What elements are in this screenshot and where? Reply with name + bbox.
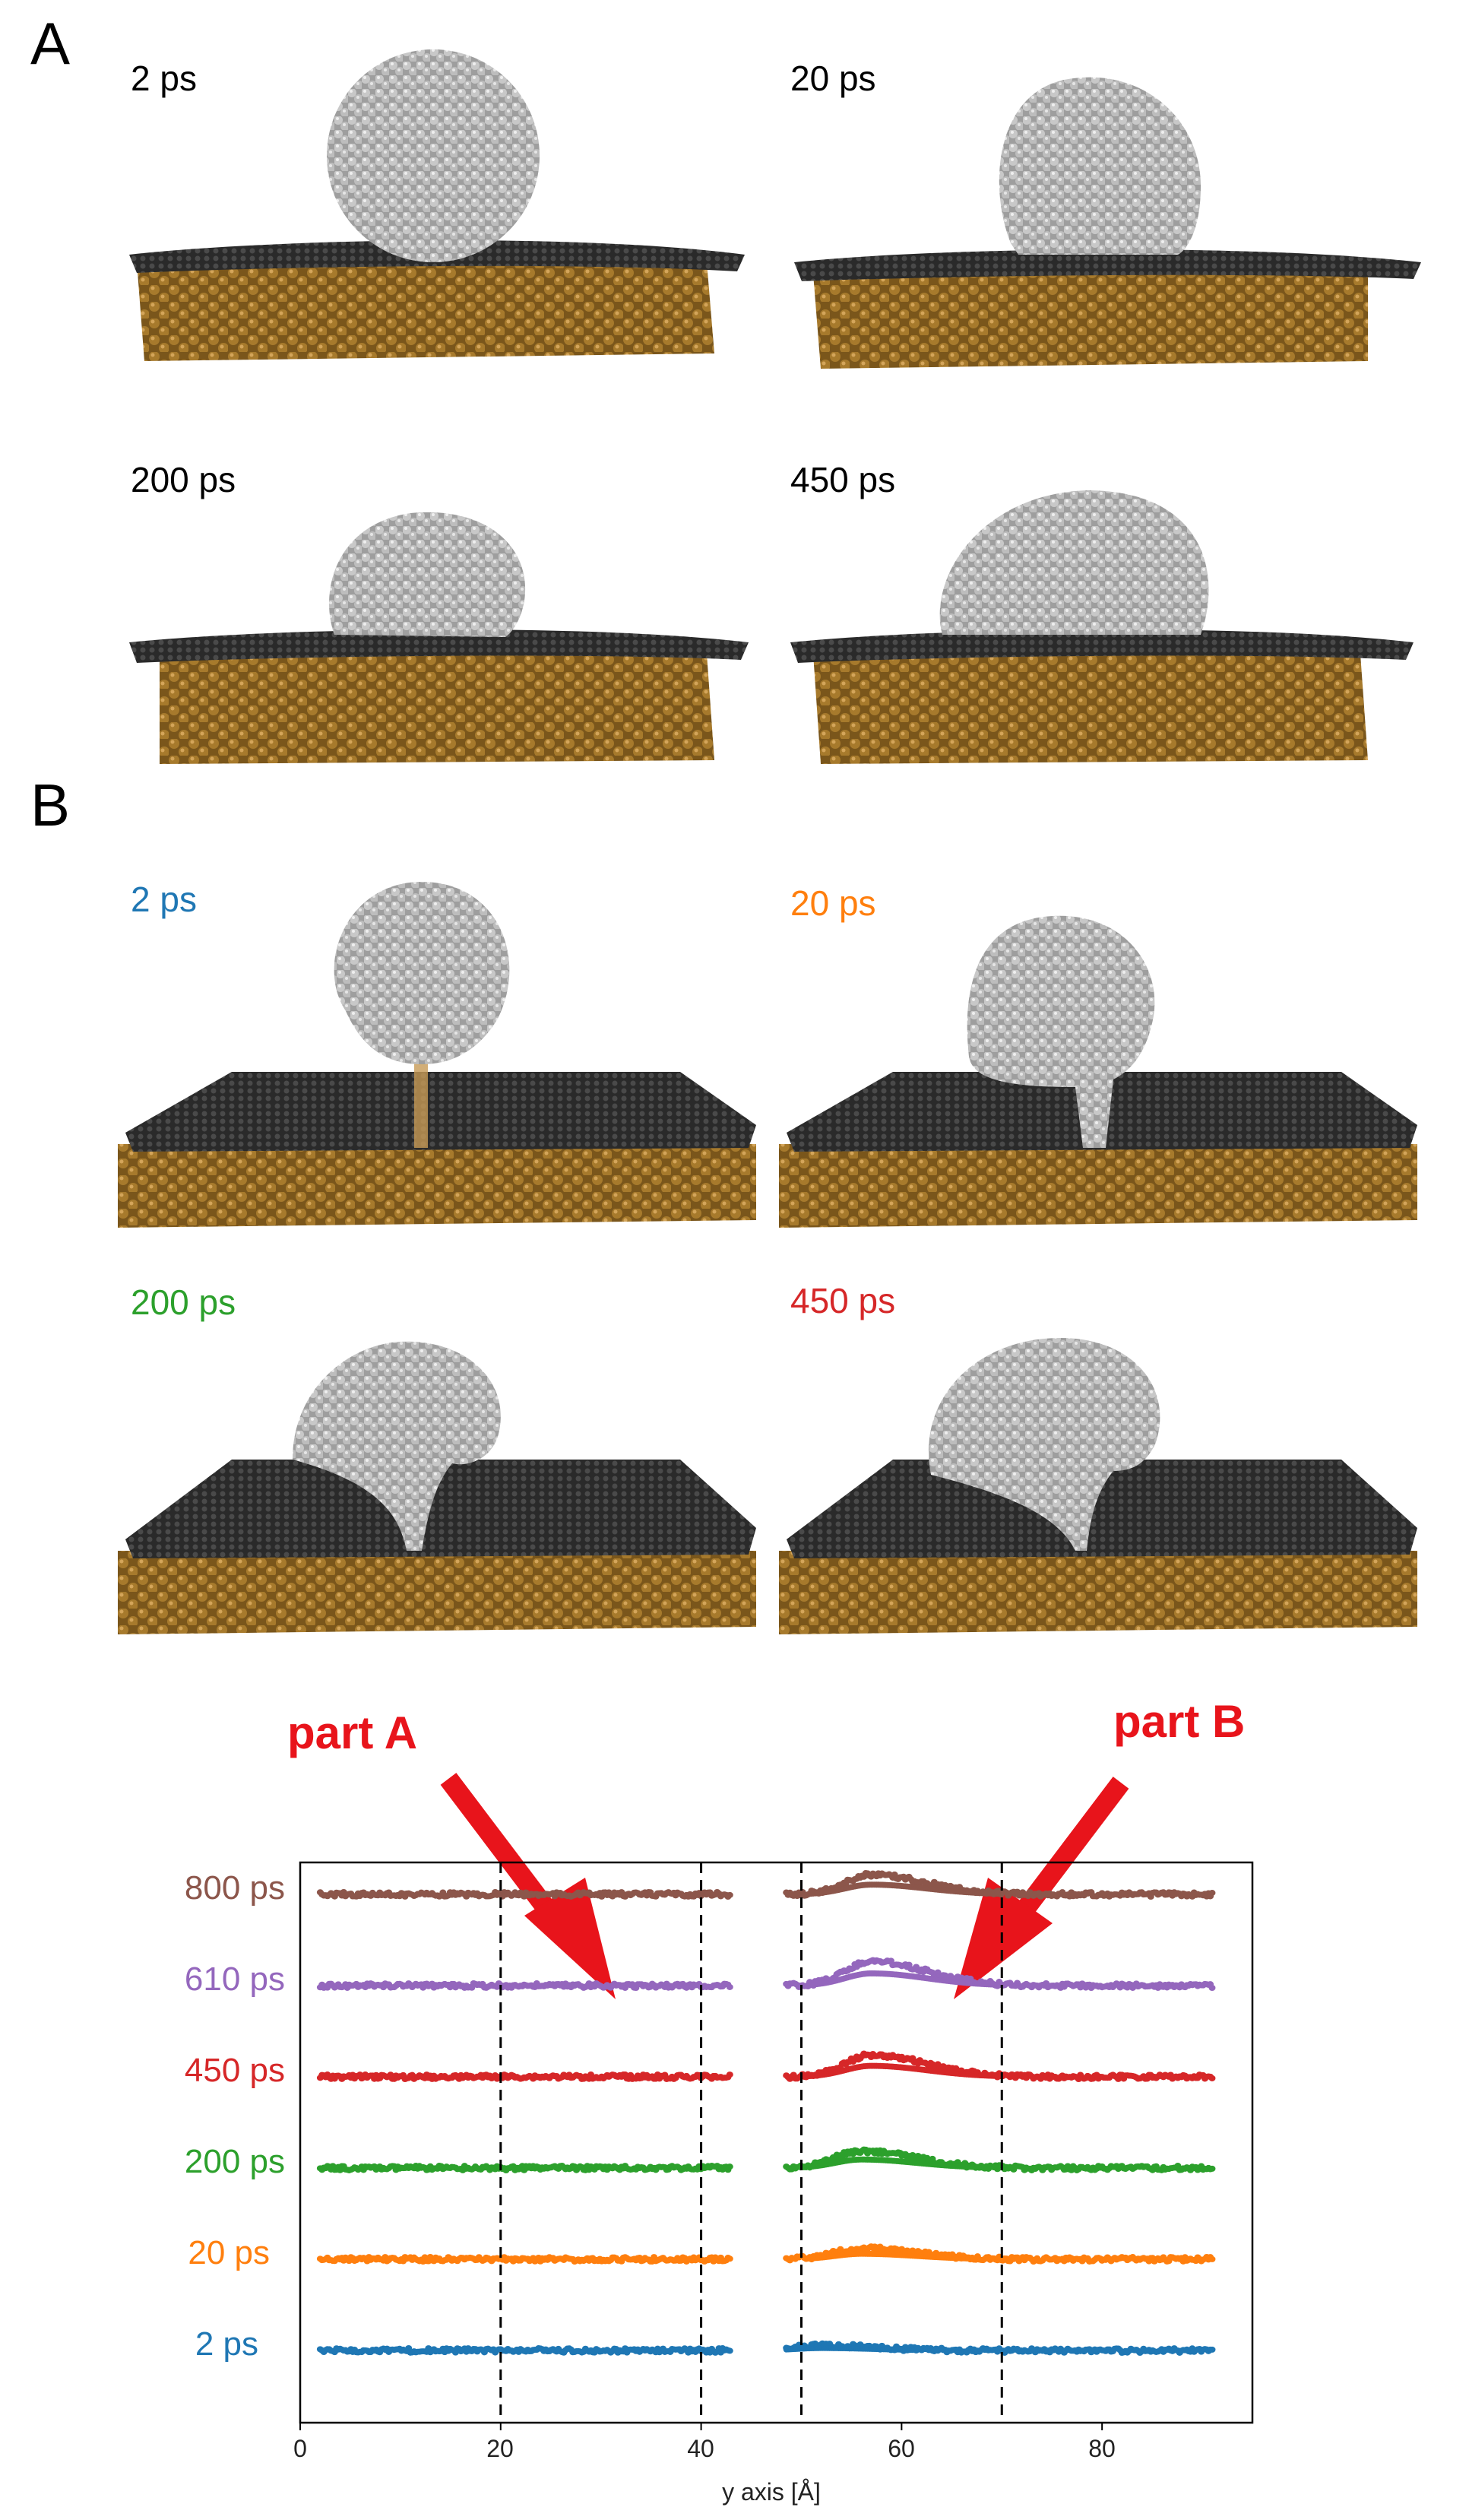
panel-b-letter: B <box>30 772 71 838</box>
arrow-label-part-a: part A <box>287 1707 418 1758</box>
row-label-800ps: 800 ps <box>184 1869 285 1907</box>
panel-a-letter: A <box>30 10 71 77</box>
panel-a-snapshot-450ps <box>790 490 1414 764</box>
scatter-point <box>726 1891 733 1898</box>
panel-b-label-2ps: 2 ps <box>131 880 197 919</box>
x-ticks-layer <box>299 2423 1103 2430</box>
panel-a-label-200ps: 200 ps <box>131 460 236 499</box>
scatter-point <box>726 2255 733 2262</box>
series-450ps <box>316 2050 1216 2082</box>
x-axis-label: y axis [Å] <box>722 2478 821 2506</box>
scatter-point <box>1208 2075 1216 2081</box>
panel-b-snapshot-20ps <box>779 915 1417 1228</box>
arrow-label-part-b: part B <box>1113 1696 1246 1747</box>
x-tick-label-80: 80 <box>1088 2435 1116 2462</box>
series-800ps <box>316 1870 1216 1900</box>
row-label-2ps: 2 ps <box>195 2325 258 2363</box>
series-2ps <box>316 2340 1216 2356</box>
row-label-200ps: 200 ps <box>184 2143 285 2180</box>
panel-a-snapshot-200ps <box>129 512 749 764</box>
panel-a-label-450ps: 450 ps <box>790 460 896 499</box>
panel-b-label-20ps: 20 ps <box>790 883 876 923</box>
panel-a-label-2ps: 2 ps <box>131 59 197 98</box>
scatter-point <box>726 2163 733 2170</box>
x-tick-label-0: 0 <box>293 2435 307 2462</box>
series-200ps <box>316 2146 1216 2173</box>
panel-b-snapshot-450ps <box>779 1338 1417 1634</box>
panel-a-snapshot-2ps <box>129 49 745 361</box>
scatter-point <box>726 2071 733 2078</box>
scatter-point <box>1208 2255 1216 2262</box>
series-20ps <box>316 2243 1216 2265</box>
x-tick-label-40: 40 <box>687 2435 714 2462</box>
panel-a-snapshot-20ps <box>794 77 1421 369</box>
scatter-point <box>1208 1890 1216 1897</box>
row-label-20ps: 20 ps <box>188 2234 270 2271</box>
series-610ps <box>316 1957 1216 1991</box>
x-tick-label-60: 60 <box>888 2435 915 2462</box>
row-label-610ps: 610 ps <box>184 1961 285 1998</box>
panel-b-snapshot-2ps <box>118 882 756 1228</box>
scatter-layer <box>316 1870 1216 2356</box>
row-label-450ps: 450 ps <box>184 2052 285 2089</box>
panel-b-snapshot-200ps <box>118 1341 756 1634</box>
x-tick-label-20: 20 <box>486 2435 514 2462</box>
panel-a-label-20ps: 20 ps <box>790 59 876 98</box>
panel-b-label-450ps: 450 ps <box>790 1281 896 1320</box>
scatter-point <box>1208 2165 1216 2172</box>
panel-b-label-200ps: 200 ps <box>131 1282 236 1322</box>
dashed-lines-layer <box>499 1862 1003 2423</box>
plot-frame <box>299 1861 1254 2424</box>
scatter-point <box>1208 2346 1216 2353</box>
scatter-point <box>726 2347 733 2354</box>
scatter-point <box>1208 1984 1216 1991</box>
scatter-point <box>726 1983 733 1990</box>
